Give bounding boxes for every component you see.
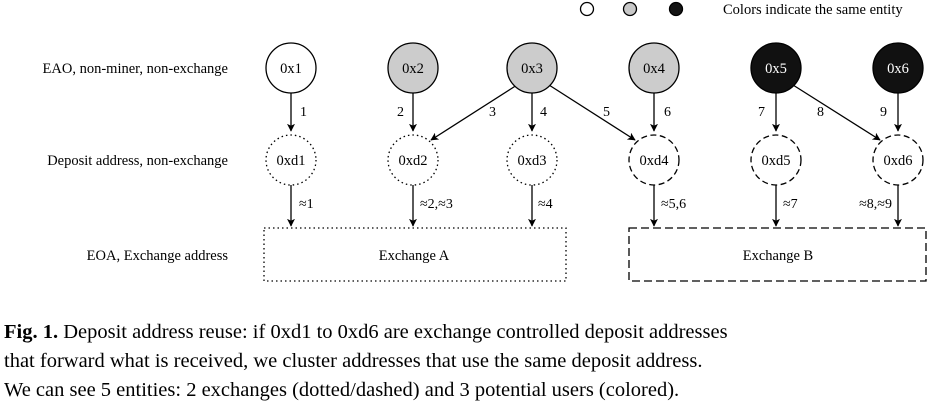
figure-caption: Fig. 1. Deposit address reuse: if 0xd1 t… bbox=[4, 318, 938, 405]
eoa-node: 0x2 bbox=[387, 42, 439, 94]
legend-swatch-black bbox=[668, 1, 684, 17]
eoa-node: 0x3 bbox=[506, 42, 558, 94]
caption-figure-label: Fig. 1. bbox=[4, 321, 59, 343]
edge-label-1: 1 bbox=[300, 105, 307, 120]
exchange-a-label: Exchange A bbox=[379, 248, 450, 264]
eoa-node: 0x4 bbox=[628, 42, 680, 94]
edge-0x3-0xd4 bbox=[548, 84, 636, 141]
row-label-deposit: Deposit address, non-exchange bbox=[47, 153, 228, 169]
edge-label-3: 3 bbox=[489, 105, 496, 120]
edge-label-2: 2 bbox=[397, 105, 404, 120]
forward-label-d4: ≈5,6 bbox=[661, 197, 686, 212]
deposit-reuse-diagram: Colors indicate the same entity EAO, non… bbox=[43, 1, 927, 282]
tx-edges: 1 2 3 4 5 6 7 8 9 bbox=[287, 84, 902, 141]
svg-text:0x3: 0x3 bbox=[521, 61, 543, 77]
svg-text:0xd3: 0xd3 bbox=[518, 153, 547, 169]
edge-label-6: 6 bbox=[664, 105, 671, 120]
edge-0x5-0xd6 bbox=[792, 84, 881, 141]
forward-label-d1: ≈1 bbox=[299, 197, 314, 212]
deposit-node: 0xd1 bbox=[265, 134, 317, 186]
legend-swatch-gray bbox=[622, 1, 638, 17]
deposit-node: 0xd2 bbox=[387, 134, 439, 186]
exchange-b-box: Exchange B bbox=[628, 227, 927, 282]
legend-label: Colors indicate the same entity bbox=[723, 2, 903, 18]
row-label-exchange: EOA, Exchange address bbox=[87, 248, 229, 264]
legend-swatch-white bbox=[579, 1, 595, 17]
caption-line-1: Fig. 1. Deposit address reuse: if 0xd1 t… bbox=[4, 318, 938, 347]
deposit-node: 0xd5 bbox=[750, 134, 802, 186]
eoa-nodes: 0x1 0x2 0x3 0x4 0x5 0x6 bbox=[265, 42, 924, 94]
row-label-eoa: EAO, non-miner, non-exchange bbox=[43, 61, 228, 77]
caption-line-3: We can see 5 entities: 2 exchanges (dott… bbox=[4, 379, 680, 401]
svg-text:0x1: 0x1 bbox=[280, 61, 302, 77]
eoa-node: 0x5 bbox=[750, 42, 802, 94]
svg-text:0x6: 0x6 bbox=[887, 61, 909, 77]
exchange-b-label: Exchange B bbox=[743, 248, 813, 264]
legend: Colors indicate the same entity bbox=[579, 1, 903, 18]
svg-text:0x5: 0x5 bbox=[765, 61, 787, 77]
svg-text:0xd2: 0xd2 bbox=[399, 153, 428, 169]
svg-text:0xd5: 0xd5 bbox=[762, 153, 791, 169]
svg-text:0x4: 0x4 bbox=[643, 61, 666, 77]
edge-label-7: 7 bbox=[758, 105, 765, 120]
edge-label-8: 8 bbox=[817, 105, 824, 120]
svg-text:0xd6: 0xd6 bbox=[884, 153, 913, 169]
deposit-node: 0xd3 bbox=[506, 134, 558, 186]
eoa-node: 0x1 bbox=[265, 42, 317, 94]
forward-label-d5: ≈7 bbox=[783, 197, 798, 212]
forward-label-d2: ≈2,≈3 bbox=[420, 197, 453, 212]
exchange-a-box: Exchange A bbox=[263, 227, 567, 282]
forward-label-d6: ≈8,≈9 bbox=[859, 197, 892, 212]
deposit-nodes: 0xd1 0xd2 0xd3 0xd4 0xd5 0xd6 bbox=[265, 134, 924, 186]
forward-label-d3: ≈4 bbox=[538, 197, 553, 212]
deposit-node: 0xd4 bbox=[628, 134, 680, 186]
edge-label-5: 5 bbox=[603, 105, 610, 120]
edge-0x3-0xd2 bbox=[430, 84, 518, 141]
svg-text:0xd4: 0xd4 bbox=[640, 153, 670, 169]
svg-text:0x2: 0x2 bbox=[402, 61, 424, 77]
caption-line-2: that forward what is received, we cluste… bbox=[4, 350, 703, 372]
eoa-node: 0x6 bbox=[872, 42, 924, 94]
deposit-node: 0xd6 bbox=[872, 134, 924, 186]
edge-label-9: 9 bbox=[880, 105, 887, 120]
svg-text:0xd1: 0xd1 bbox=[277, 153, 306, 169]
forward-edges: ≈1 ≈2,≈3 ≈4 ≈5,6 ≈7 ≈8,≈9 bbox=[287, 185, 902, 227]
caption-text-1: Deposit address reuse: if 0xd1 to 0xd6 a… bbox=[58, 321, 728, 343]
edge-label-4: 4 bbox=[540, 105, 547, 120]
